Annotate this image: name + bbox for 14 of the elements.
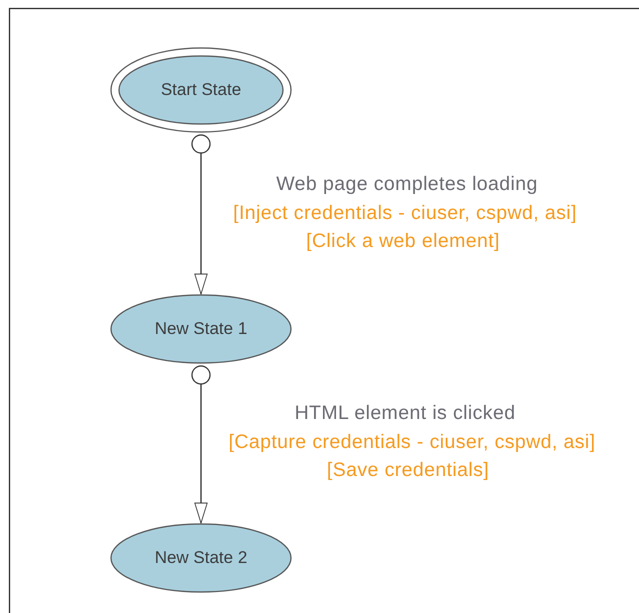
state-ellipse [110, 294, 292, 364]
state-label: New State 2 [154, 548, 248, 568]
action-label: [Save credentials] [326, 459, 490, 482]
state-ellipse [110, 523, 292, 593]
arrow [191, 134, 211, 294]
edge-label: Web page completes loading [276, 173, 538, 196]
state-label: New State 1 [154, 319, 248, 339]
state-ellipse [110, 47, 292, 133]
edge-label: HTML element is clicked [294, 402, 516, 425]
action-label: [Inject credentials - ciuser, cspwd, asi] [233, 202, 577, 225]
state-label: Start State [160, 80, 242, 100]
action-label: [Click a web element] [306, 230, 500, 253]
arrow [191, 365, 211, 524]
action-label: [Capture credentials - ciuser, cspwd, asi] [228, 431, 596, 454]
